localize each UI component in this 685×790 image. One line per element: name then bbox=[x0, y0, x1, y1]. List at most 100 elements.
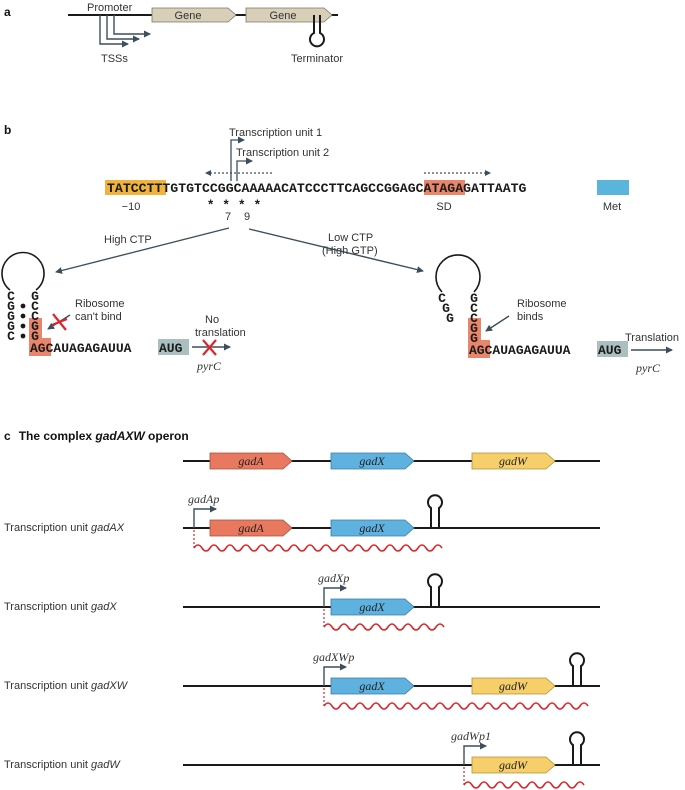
position-7: 7 bbox=[225, 211, 231, 223]
panel-a-letter: a bbox=[4, 5, 11, 19]
seq-minus10: TATCCT bbox=[107, 181, 155, 196]
tu-gadW-label-pre: Transcription unit bbox=[4, 759, 91, 771]
promoter-label-gadXWp: gadXWp bbox=[313, 650, 354, 664]
right-stem-r-2: C bbox=[470, 311, 478, 326]
high-gtp-label: (High GTP) bbox=[322, 245, 378, 257]
gadA-box-row1 bbox=[209, 519, 293, 537]
terminator-row3 bbox=[569, 652, 585, 686]
panel-c-title-pre: The complex bbox=[19, 429, 96, 443]
low-ctp-arrow bbox=[248, 228, 424, 273]
gadW-label-overview: gadW bbox=[499, 454, 528, 468]
mrna-row4 bbox=[463, 781, 585, 789]
tss-label: TSSs bbox=[101, 53, 128, 65]
left-ag: AG bbox=[30, 341, 46, 356]
left-mrna: AGCAUAGAGAUUA bbox=[30, 341, 132, 356]
left-stem-r-2: C bbox=[31, 309, 39, 324]
no-translation-cross-icon bbox=[202, 339, 217, 356]
tu-gadX-label-gene: gadX bbox=[91, 601, 117, 613]
dna-sequence: TATCCTTTGTGTCCGGCAAAAACATCCCTTCAGCCGGAGC… bbox=[107, 181, 527, 196]
left-aug-box bbox=[158, 339, 189, 355]
seq-mid1: TTGTGTCCGGCAAAAACATCCCTTCAGCC bbox=[154, 181, 384, 196]
tu-gadX-label-pre: Transcription unit bbox=[4, 601, 91, 613]
tu1-arrow bbox=[230, 136, 245, 181]
right-ribosome-label-1: Ribosome bbox=[517, 298, 567, 310]
operon-overview: gadA gadX gadW bbox=[183, 452, 600, 470]
right-stem-r-0: G bbox=[470, 291, 478, 306]
promoter-label-gadWp1: gadWp1 bbox=[451, 729, 491, 743]
panel-b-letter: b bbox=[4, 123, 11, 137]
no-translation-label-1: No bbox=[205, 314, 219, 326]
gadX-box-row1 bbox=[330, 519, 415, 537]
right-stem-r-4: G bbox=[470, 331, 478, 346]
stars: * * * * bbox=[207, 198, 262, 213]
panel-c-title: c The complex gadAXW operon bbox=[4, 429, 189, 443]
sd-box bbox=[424, 180, 465, 195]
gadX-box-overview bbox=[330, 452, 415, 470]
right-stem-r-3: G bbox=[470, 321, 478, 336]
left-loop bbox=[1, 251, 45, 291]
translation-label: Translation bbox=[625, 332, 679, 344]
promoter-arrow-row3 bbox=[323, 663, 347, 686]
gadW-box-row3 bbox=[471, 677, 556, 695]
transcription-unit-gadW: Transcription unit gadW gadW gadWp1 bbox=[4, 729, 600, 789]
panel-c-title-gene: gadAXW bbox=[94, 429, 146, 443]
gadW-label-row4: gadW bbox=[499, 758, 528, 772]
transcription-unit-1-label: Transcription unit 1 bbox=[229, 127, 322, 139]
left-stem-l-4: C bbox=[7, 329, 15, 344]
base-pair-dots bbox=[20, 303, 26, 339]
gadX-label-row1: gadX bbox=[359, 521, 385, 535]
tss-arrow-3 bbox=[113, 15, 151, 38]
tu-gadX-label: Transcription unit gadX bbox=[4, 601, 117, 613]
left-stem-l-1: G bbox=[7, 299, 15, 314]
left-hairpin: C G G G C G C C G G AGCAUAGAGAUUA AUG bbox=[1, 251, 246, 373]
tu2-arrow bbox=[236, 157, 253, 181]
right-tail: CAUAGAGAUUA bbox=[485, 343, 571, 358]
promoter-label: Promoter bbox=[87, 2, 133, 14]
left-stem-l-3: G bbox=[7, 319, 15, 334]
left-stem-l-2: G bbox=[7, 309, 15, 324]
promoter-arrow-row1 bbox=[193, 505, 217, 528]
left-stem-r-0: G bbox=[31, 289, 39, 304]
gene-box-1 bbox=[151, 7, 237, 23]
panel-b: b Transcription unit 1 Transcription uni… bbox=[1, 123, 679, 375]
gene-label-2: Gene bbox=[270, 10, 297, 22]
gadA-label-row1: gadA bbox=[238, 521, 264, 535]
right-aug-box bbox=[597, 341, 628, 357]
mrna-row2 bbox=[323, 623, 445, 631]
atg-box bbox=[597, 180, 629, 195]
gadX-label-row3: gadX bbox=[359, 679, 385, 693]
right-ag: AG bbox=[469, 343, 485, 358]
right-stem-l-2: G bbox=[446, 311, 454, 326]
right-mrna: AGCAUAGAGAUUA bbox=[469, 343, 571, 358]
gadX-box-row2 bbox=[330, 598, 415, 616]
gadW-box-row4 bbox=[471, 756, 556, 774]
terminator-row4 bbox=[569, 731, 585, 765]
tss-arrow-1 bbox=[99, 15, 129, 48]
left-ribosome-block-icon bbox=[51, 313, 68, 331]
position-9: 9 bbox=[244, 211, 250, 223]
transcription-unit-gadXW: Transcription unit gadXW gadX gadW gadXW… bbox=[4, 650, 600, 710]
minus10-label: −10 bbox=[122, 201, 141, 213]
promoter-label-gadXp: gadXp bbox=[318, 571, 349, 585]
gadW-box-overview bbox=[471, 452, 556, 470]
tu-gadW-label-gene: gadW bbox=[91, 759, 121, 771]
gadA-label-overview: gadA bbox=[238, 454, 264, 468]
tu-gadAX-label: Transcription unit gadAX bbox=[4, 522, 125, 534]
transcription-unit-gadX: Transcription unit gadX gadX gadXp bbox=[4, 571, 600, 631]
left-ag-highlight bbox=[29, 338, 51, 356]
gadX-box-row3 bbox=[330, 677, 415, 695]
left-aug: AUG bbox=[159, 341, 183, 356]
tu-gadXW-label: Transcription unit gadXW bbox=[4, 680, 129, 692]
right-stem-r-1: C bbox=[470, 301, 478, 316]
right-aug: AUG bbox=[598, 343, 622, 358]
mrna-row3 bbox=[323, 702, 589, 710]
tss-arrow-2 bbox=[106, 15, 140, 43]
gene-box-2 bbox=[245, 7, 333, 23]
promoter-label-gadAp: gadAp bbox=[188, 492, 219, 506]
gadA-box-overview bbox=[209, 452, 293, 470]
panel-c-letter: c bbox=[4, 429, 11, 443]
right-stem-l-1: G bbox=[442, 301, 450, 316]
panel-c-title-post: operon bbox=[145, 429, 189, 443]
panel-c: c The complex gadAXW operon gadA gadX gad… bbox=[4, 429, 600, 789]
terminator-row1 bbox=[427, 494, 443, 528]
